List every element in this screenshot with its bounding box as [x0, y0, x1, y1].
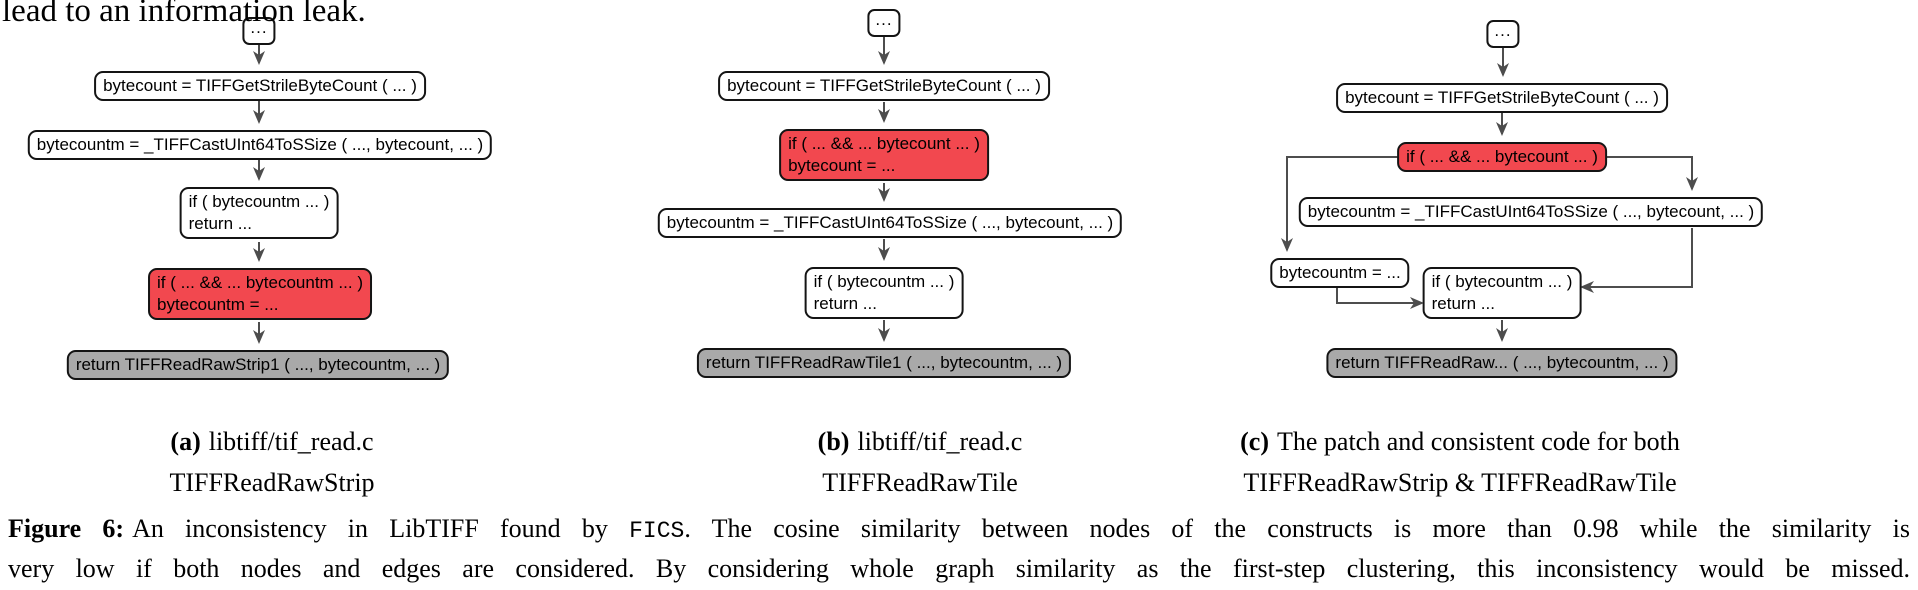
subfigure-label: (c)	[1240, 427, 1269, 456]
node-c-bytecountm-cast: bytecountm = _TIFFCastUInt64ToSSize ( ..…	[1298, 197, 1764, 227]
subcaption-b-line1: (b)libtiff/tif_read.c	[540, 421, 1300, 462]
node-line: if ( bytecountm ... )	[188, 192, 330, 211]
node-line: bytecount = ...	[788, 156, 896, 175]
edge-c-n2-n4-left-branch	[1281, 156, 1404, 252]
node-line: return ...	[1431, 294, 1495, 313]
node-a-bytecountm-cast: bytecountm = _TIFFCastUInt64ToSSize ( ..…	[27, 130, 493, 160]
figure-caption: Figure 6:An inconsistency in LibTIFF fou…	[8, 510, 1910, 587]
node-line: bytecountm = ...	[157, 295, 279, 314]
subcaption-b: (b)libtiff/tif_read.c TIFFReadRawTile	[540, 421, 1300, 503]
subcaption-text: The patch and consistent code for both	[1276, 427, 1680, 456]
node-c-bytecount-assign: bytecount = TIFFGetStrileByteCount ( ...…	[1336, 83, 1668, 113]
edge-c-n3-n5	[1580, 228, 1693, 293]
node-a-return-readrawstrip1: return TIFFReadRawStrip1 ( ..., bytecoun…	[66, 350, 450, 380]
node-a-inconsistent-if-highlight: if ( ... && ... bytecountm ... ) bytecou…	[148, 268, 372, 320]
figure-number-label: Figure 6:	[8, 514, 125, 543]
node-b-if-return: if ( bytecountm ... ) return ...	[804, 267, 964, 319]
figure-caption-line2: very low if both nodes and edges are con…	[8, 554, 1910, 583]
node-line: return ...	[813, 294, 877, 313]
node-c-if-return: if ( bytecountm ... ) return ...	[1422, 267, 1582, 319]
tool-name-fics: FICS	[629, 518, 685, 544]
caption-text: . The cosine similarity between nodes of…	[684, 514, 1910, 543]
edge-c-n2-n3-right-branch	[1600, 156, 1698, 191]
node-b-inconsistent-if-highlight: if ( ... && ... bytecount ... ) bytecoun…	[779, 129, 989, 181]
node-c-bytecountm-assign: bytecountm = ...	[1270, 258, 1410, 288]
subfigure-label: (a)	[170, 427, 201, 456]
node-line: if ( ... && ... bytecount ... )	[788, 134, 980, 153]
subcaption-c-line2: TIFFReadRawStrip & TIFFReadRawTile	[1243, 468, 1677, 497]
start-ellipsis-node-a: ...	[242, 17, 276, 45]
node-c-patched-if-highlight: if ( ... && ... bytecount ... )	[1397, 142, 1607, 172]
subcaption-text: libtiff/tif_read.c	[208, 427, 374, 456]
subcaption-b-line2: TIFFReadRawTile	[822, 468, 1018, 497]
node-c-return-readraw: return TIFFReadRaw... ( ..., bytecountm,…	[1326, 348, 1678, 378]
node-b-bytecountm-cast: bytecountm = _TIFFCastUInt64ToSSize ( ..…	[657, 208, 1123, 238]
node-b-bytecount-assign: bytecount = TIFFGetStrileByteCount ( ...…	[718, 71, 1050, 101]
intro-text-fragment: lead to an information leak.	[2, 0, 366, 29]
figure-caption-line1: Figure 6:An inconsistency in LibTIFF fou…	[8, 510, 1910, 550]
node-line: return ...	[188, 214, 252, 233]
subcaption-a-line1: (a)libtiff/tif_read.c	[0, 421, 652, 462]
subcaption-c-line1: (c)The patch and consistent code for bot…	[1080, 421, 1840, 462]
subcaption-a: (a)libtiff/tif_read.c TIFFReadRawStrip	[0, 421, 652, 503]
subfigure-label: (b)	[817, 427, 850, 456]
node-line: if ( ... && ... bytecountm ... )	[157, 273, 363, 292]
node-a-bytecount-assign: bytecount = TIFFGetStrileByteCount ( ...…	[94, 71, 426, 101]
node-line: if ( bytecountm ... )	[813, 272, 955, 291]
subcaption-text: libtiff/tif_read.c	[857, 427, 1023, 456]
start-ellipsis-node-b: ...	[867, 9, 901, 37]
subcaption-a-line2: TIFFReadRawStrip	[169, 468, 375, 497]
caption-text: An inconsistency in LibTIFF found by	[132, 514, 630, 543]
node-line: if ( bytecountm ... )	[1431, 272, 1573, 291]
subcaption-c: (c)The patch and consistent code for bot…	[1080, 421, 1840, 503]
node-b-return-readrawtile1: return TIFFReadRawTile1 ( ..., bytecount…	[696, 348, 1072, 378]
edge-c-n4-n5	[1336, 288, 1424, 309]
node-a-if-return: if ( bytecountm ... ) return ...	[179, 187, 339, 239]
start-ellipsis-node-c: ...	[1486, 20, 1520, 48]
